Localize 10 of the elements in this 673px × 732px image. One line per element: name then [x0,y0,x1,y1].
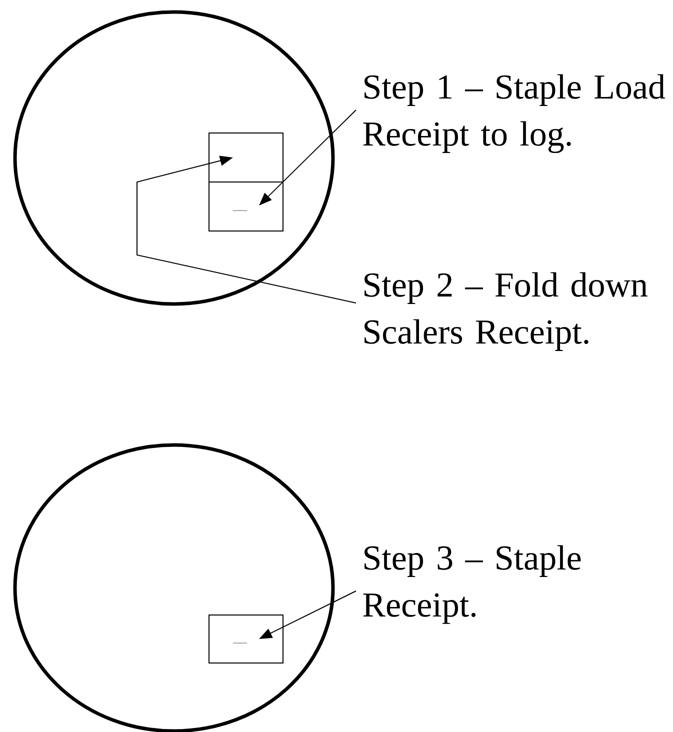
box [208,132,284,182]
step-text: Step 3 – Staple Receipt. [363,545,581,624]
leader-arrow [136,156,356,304]
circle-outline [13,10,335,306]
circle-outline [13,443,335,732]
box: __ [208,182,284,232]
leader-arrow [259,110,356,206]
box: __ [208,614,284,664]
step-text: Step 2 – Fold down Scalers Receipt. [364,272,648,351]
step-text: Step 1 – Staple Load Receipt to log. [363,74,666,154]
